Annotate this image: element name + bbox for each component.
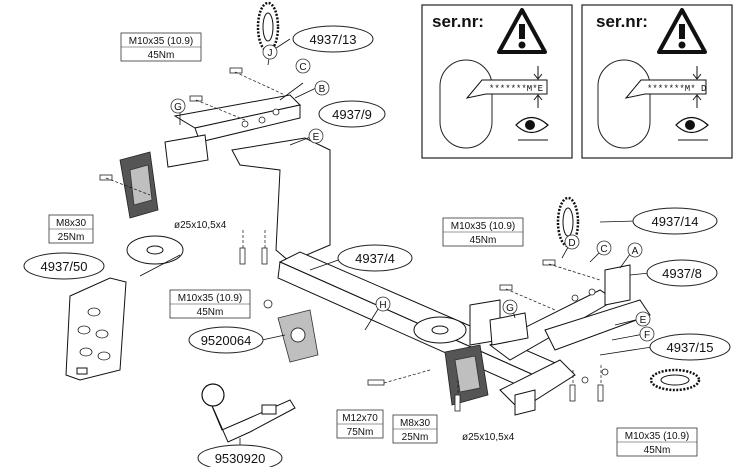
callout-G-right: G [502,299,518,315]
callout-C-right: C [596,240,612,256]
torque-left: M8x30 25Nm [48,214,94,244]
torque-labels: M10x35 (10.9) 45Nm M8x30 25Nm M10x35 (10… [48,32,698,457]
svg-text:E: E [313,132,320,143]
callout-F: F [639,326,655,342]
serial-panel-left: ser.nr: *******M*E [421,4,573,159]
eye-icon [675,116,709,141]
svg-text:M10x35 (10.9): M10x35 (10.9) [625,431,689,442]
serial-heading: ser.nr: [596,12,648,31]
serial-code: *******M* D [647,84,706,94]
flat-plate-right [489,312,529,346]
svg-text:H: H [379,300,386,311]
svg-text:4937/14: 4937/14 [652,214,699,229]
serrated-washer-top [256,1,280,53]
flat-plate-left [164,134,209,168]
torque-center-left: M10x35 (10.9) 45Nm [169,289,251,319]
svg-text:4937/8: 4937/8 [662,266,702,281]
svg-text:M12x70: M12x70 [342,413,378,424]
svg-text:4937/4: 4937/4 [355,251,395,266]
main-crossbar [173,94,651,416]
part-4937-9: 4937/9 [318,100,386,128]
callout-G-left: G [170,98,186,114]
serial-code: *******M*E [489,84,543,94]
torque-top-left: M10x35 (10.9) 45Nm [120,32,202,62]
washer-label-left: ø25x10,5x4 [174,220,227,231]
svg-text:45Nm: 45Nm [470,235,497,246]
socket-plate [65,277,127,381]
part-4937-8: 4937/8 [646,259,718,287]
svg-text:4937/15: 4937/15 [667,340,714,355]
part-4937-13: 4937/13 [292,25,374,53]
torque-bottom-center: M8x30 25Nm [392,414,438,444]
serrated-washer-bottom [649,368,701,392]
svg-text:D: D [568,238,575,249]
warning-icon [497,8,547,54]
torque-right-top: M10x35 (10.9) 45Nm [442,217,524,247]
svg-text:G: G [506,303,514,314]
part-4937-50: 4937/50 [23,252,105,280]
svg-text:45Nm: 45Nm [644,445,671,456]
washer-label-bottom: ø25x10,5x4 [462,432,515,443]
callout-J: J [262,44,278,60]
svg-text:9530920: 9530920 [215,451,266,466]
serial-panel-right: ser.nr: *******M* D [581,4,733,159]
svg-text:M10x35 (10.9): M10x35 (10.9) [129,36,193,47]
right-clamp [413,316,489,406]
svg-text:4937/50: 4937/50 [41,259,88,274]
svg-text:75Nm: 75Nm [347,427,374,438]
svg-text:J: J [268,48,273,59]
svg-text:E: E [640,315,647,326]
svg-text:25Nm: 25Nm [58,232,85,243]
callout-E-left: E [308,128,324,144]
svg-text:C: C [299,62,306,73]
callout-C-left: C [295,58,311,74]
tow-ball-plate [277,309,319,363]
part-9530920: 9530920 [197,444,283,467]
svg-text:45Nm: 45Nm [148,50,175,61]
svg-text:M10x35 (10.9): M10x35 (10.9) [178,293,242,304]
part-9520064: 9520064 [188,326,264,354]
svg-text:G: G [174,102,182,113]
svg-text:A: A [632,246,639,257]
left-clamp [119,151,184,265]
bolt-cluster [99,67,609,412]
svg-text:45Nm: 45Nm [197,307,224,318]
svg-text:9520064: 9520064 [201,333,252,348]
callout-D: D [564,234,580,250]
callout-H: H [375,296,391,312]
eye-icon [515,116,549,141]
tow-ball [201,383,296,443]
svg-text:4937/13: 4937/13 [310,32,357,47]
part-4937-14: 4937/14 [632,207,718,235]
serial-heading: ser.nr: [432,12,484,31]
part-4937-15: 4937/15 [649,333,731,361]
svg-text:M8x30: M8x30 [400,418,430,429]
serrated-washer-right [556,196,580,248]
assembly-leaders [105,71,602,395]
svg-text:F: F [644,330,650,341]
warning-icon [657,8,707,54]
callout-A: A [627,242,643,258]
svg-text:C: C [600,244,607,255]
svg-text:4937/9: 4937/9 [332,107,372,122]
part-number-labels: 4937/13 4937/9 4937/4 4937/14 4937/8 493… [23,25,731,467]
callout-B: B [314,80,330,96]
svg-text:25Nm: 25Nm [402,432,429,443]
callout-E-right: E [635,311,651,327]
letter-callouts: J C B E G D C A [170,44,655,342]
torque-bottom-right: M10x35 (10.9) 45Nm [616,427,698,457]
svg-text:B: B [319,84,326,95]
svg-text:M10x35 (10.9): M10x35 (10.9) [451,221,515,232]
torque-bottom-m12: M12x70 75Nm [336,409,384,439]
part-4937-4: 4937/4 [337,244,413,272]
svg-text:M8x30: M8x30 [56,218,86,229]
